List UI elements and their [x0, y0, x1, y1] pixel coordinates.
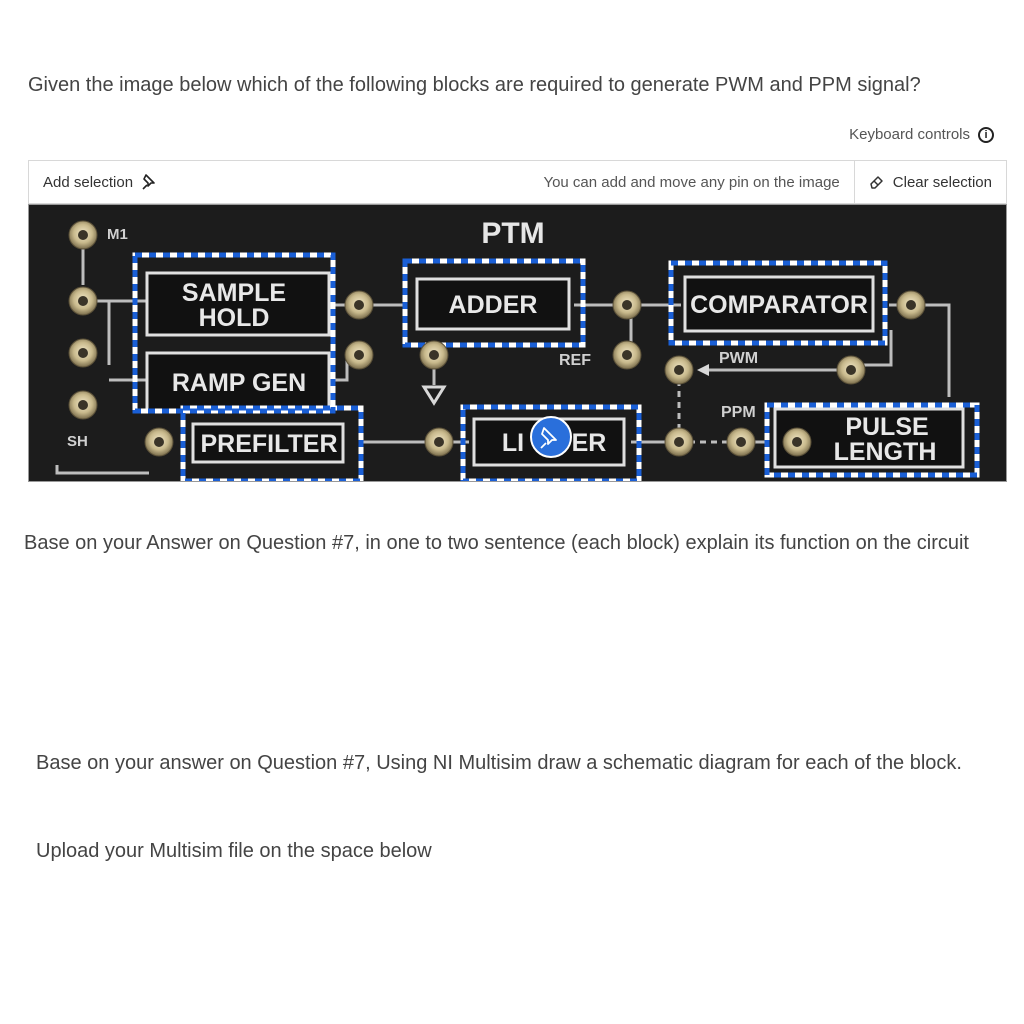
toolbar-hint: You can add and move any pin on the imag… [543, 173, 840, 191]
add-selection-button[interactable]: Add selection [29, 173, 159, 191]
placed-pin-marker[interactable] [530, 416, 572, 458]
keyboard-controls-label: Keyboard controls [849, 126, 970, 143]
comparator-label: COMPARATOR [690, 291, 868, 319]
sample-hold-label-1: SAMPLE [182, 279, 286, 307]
prefilter-label: PREFILTER [200, 430, 337, 458]
limiter-label-b: ER [572, 429, 607, 457]
sh-label: SH [67, 433, 88, 450]
eraser-icon [870, 176, 883, 189]
ramp-gen-label: RAMP GEN [172, 369, 306, 397]
clear-selection-button[interactable]: Clear selection [853, 161, 1006, 203]
question-2-text: Base on your Answer on Question #7, in o… [24, 532, 969, 554]
pin-icon [142, 174, 155, 190]
pulse-length-label-2: LENGTH [834, 438, 937, 466]
ptm-panel-drawing: PTM M1 SH REF PWM PPM SAMPLE HOLD RAMP G… [55, 217, 980, 481]
ptm-panel-image[interactable]: PTM M1 SH REF PWM PPM SAMPLE HOLD RAMP G… [28, 204, 1007, 482]
info-icon: i [978, 126, 994, 143]
question-3-text: Base on your answer on Question #7, Usin… [36, 752, 962, 774]
adder-label: ADDER [449, 291, 538, 319]
image-selection-toolbar: Add selection You can add and move any p… [28, 160, 1007, 204]
question-4-text: Upload your Multisim file on the space b… [36, 840, 432, 862]
limiter-label-a: LI [502, 429, 524, 457]
pwm-label: PWM [719, 350, 758, 367]
ppm-label: PPM [721, 404, 756, 421]
m1-label: M1 [107, 226, 128, 243]
pulse-length-label-1: PULSE [845, 413, 928, 441]
clear-selection-label: Clear selection [892, 173, 992, 191]
add-selection-label: Add selection [43, 173, 134, 191]
sample-hold-label-2: HOLD [199, 304, 270, 332]
panel-title: PTM [481, 217, 544, 250]
question-1-text: Given the image below which of the follo… [28, 74, 921, 96]
keyboard-controls-link[interactable]: Keyboard controls i [849, 126, 994, 143]
ref-label: REF [559, 352, 591, 369]
